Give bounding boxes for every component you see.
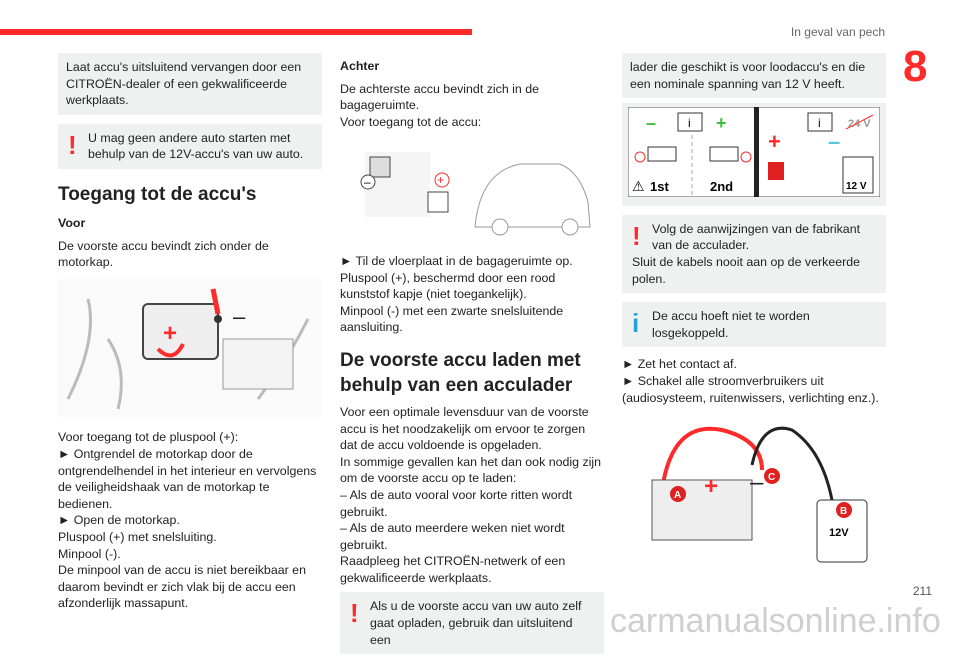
warning-text: U mag geen andere auto starten met behul… bbox=[88, 130, 304, 162]
svg-text:–: – bbox=[233, 304, 246, 329]
charger-connection-illustration: + – A C B 12V bbox=[651, 426, 868, 563]
svg-text:–: – bbox=[750, 469, 764, 496]
note-box: lader die geschikt is voor loodaccu's en… bbox=[622, 53, 886, 99]
paragraph: De voorste accu bevindt zich onder de mo… bbox=[58, 238, 269, 270]
label-c: C bbox=[768, 472, 775, 483]
warning-text: Sluit de kabels nooit aan op de verkeerd… bbox=[632, 254, 861, 286]
charger-diagram: i – + ⚠ 1st 2nd i 24 V + – 12 V bbox=[622, 103, 886, 206]
line: – Als de auto vooral voor korte ritten w… bbox=[340, 487, 573, 519]
warning-text: Volg de aanwijzingen van de fabrikant va… bbox=[652, 221, 861, 253]
warning-box: ! Volg de aanwijzingen van de fabrikant … bbox=[622, 214, 886, 294]
line: Minpool (-). bbox=[58, 546, 121, 561]
line: In sommige gevallen kan het dan ook nodi… bbox=[340, 454, 602, 486]
label-a: A bbox=[674, 490, 681, 501]
paragraph-block: Voor toegang tot de pluspool (+): ► Ontg… bbox=[58, 429, 322, 612]
svg-text:+: + bbox=[716, 113, 727, 133]
note-text: Laat accu's uitsluitend vervangen door e… bbox=[66, 60, 302, 108]
note-text: lader die geschikt is voor loodaccu's en… bbox=[630, 60, 866, 91]
warning-icon: ! bbox=[632, 220, 641, 251]
line: ► Schakel alle stroomverbruikers uit (au… bbox=[622, 373, 879, 405]
svg-text:–: – bbox=[646, 113, 656, 133]
line: Pluspool (+) met snelsluiting. bbox=[58, 529, 217, 544]
charger-diagram-svg: i – + ⚠ 1st 2nd i 24 V + – 12 V bbox=[627, 106, 881, 198]
line: Voor een optimale levensduur van de voor… bbox=[340, 404, 589, 453]
page-number: 211 bbox=[912, 584, 932, 598]
section-heading: Toegang tot de accu's bbox=[58, 183, 257, 205]
rear-battery-illustration: – + bbox=[340, 142, 604, 243]
24v-crossed-label: 24 V bbox=[848, 118, 871, 130]
warning-box: ! Als u de voorste accu van uw auto zelf … bbox=[340, 592, 604, 655]
section-heading: De voorste accu laden met behulp van een… bbox=[340, 349, 581, 396]
paragraph: De achterste accu bevindt zich in de bag… bbox=[340, 81, 540, 113]
line: Raadpleeg het CITROËN-netwerk of een gek… bbox=[340, 554, 566, 585]
svg-text:–: – bbox=[364, 175, 371, 189]
paragraph: Voor toegang tot de accu: bbox=[340, 114, 482, 129]
column-3: lader die geschikt is voor loodaccu's en… bbox=[622, 53, 886, 575]
label-b: B bbox=[840, 506, 847, 517]
info-icon: i bbox=[632, 308, 640, 339]
svg-text:i: i bbox=[818, 116, 821, 130]
watermark: carmanualsonline.info bbox=[610, 602, 941, 640]
subheading: Voor bbox=[58, 215, 86, 230]
svg-text:–: – bbox=[828, 129, 840, 154]
subheading: Achter bbox=[340, 59, 380, 73]
line: ► Til de vloerplaat in de bagageruimte o… bbox=[340, 253, 573, 268]
warning-icon: ! bbox=[350, 598, 359, 629]
line: Voor toegang tot de pluspool (+): bbox=[58, 430, 239, 445]
svg-text:+: + bbox=[768, 129, 781, 154]
note-box: Laat accu's uitsluitend vervangen door e… bbox=[58, 53, 322, 115]
line: – Als de auto meerdere weken niet wordt … bbox=[340, 521, 565, 552]
chapter-number: 8 bbox=[903, 42, 928, 91]
chapter-bar bbox=[0, 29, 472, 35]
info-text: De accu hoeft niet te worden losgekoppel… bbox=[652, 309, 810, 340]
12v-label: 12 V bbox=[846, 181, 867, 192]
12v-label: 12V bbox=[829, 527, 849, 539]
warning-text: Als u de voorste accu van uw auto zelf g… bbox=[370, 599, 582, 647]
svg-text:i: i bbox=[688, 116, 691, 130]
column-2: Achter De achterste accu bevindt zich in… bbox=[340, 58, 604, 663]
svg-text:+: + bbox=[437, 173, 444, 187]
warning-icon: ! bbox=[68, 129, 77, 160]
line: Pluspool (+), beschermd door een rood ku… bbox=[340, 270, 556, 302]
svg-text:+: + bbox=[163, 320, 177, 347]
column-1: Laat accu's uitsluitend vervangen door e… bbox=[58, 53, 322, 612]
warning-box: ! U mag geen andere auto starten met behu… bbox=[58, 123, 322, 169]
line: De minpool van de accu is niet bereikbaa… bbox=[58, 563, 306, 611]
line: Minpool (-) met een zwarte snelsluitende… bbox=[340, 303, 564, 335]
info-box: i De accu hoeft niet te worden losgekoppe… bbox=[622, 302, 886, 348]
line: ► Ontgrendel de motorkap door de ontgren… bbox=[58, 446, 317, 511]
svg-text:⚠: ⚠ bbox=[632, 178, 645, 194]
line: ► Zet het contact af. bbox=[622, 357, 737, 372]
svg-text:+: + bbox=[704, 473, 718, 500]
section-title: In geval van pech bbox=[790, 25, 885, 39]
line: ► Open de motorkap. bbox=[58, 513, 180, 528]
engine-bay-illustration: + – bbox=[58, 278, 322, 417]
step-second-label: 2nd bbox=[710, 179, 733, 194]
step-first-label: 1st bbox=[650, 179, 669, 194]
